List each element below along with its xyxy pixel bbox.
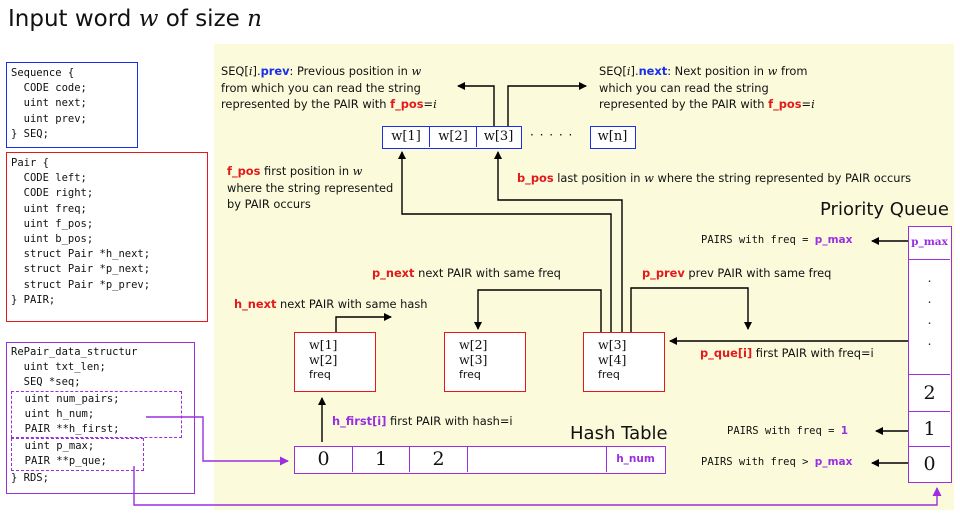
h-first-label: h_first[i] first PAIR with hash=i [332,414,513,428]
code-line: uint txt_len; [11,361,106,374]
hash-table-title: Hash Table [570,423,668,444]
hash-cell: 0 [295,447,353,472]
code-line: uint f_pos; [11,217,94,230]
rds-tail: } RDS; [7,471,194,486]
p-next-arrow [474,289,602,332]
code-line: struct Pair *h_next; [11,248,151,261]
queue-cell: 0 [909,446,950,482]
code-line: uint h_num; [12,407,95,420]
code-line: SEQ *seq; [11,376,81,389]
f-pos-arrow [398,151,612,332]
page-title: Input word w of size n [8,6,262,32]
code-line: } SEQ; [11,127,49,140]
h-next-arrow [335,313,392,332]
code-line: struct Pair *p_next; [11,263,151,276]
code-line: uint num_pairs; [12,392,120,405]
w-array-dots: · · · · · [530,128,574,142]
hash-cell: 1 [353,447,410,472]
code-line: PAIR **h_first; [12,423,120,436]
code-line: } PAIR; [11,293,56,306]
code-line: CODE left; [11,172,87,185]
b-pos-arrow [494,151,623,332]
code-line: CODE right; [11,187,94,200]
pq-label-pmax: PAIRS with freq = p_max [701,234,853,246]
code-line: RePair_data_structur [11,346,138,358]
rds-head: RePair_data_structur uint txt_len; SEQ *… [7,343,194,391]
priority-queue: p_max .. .. 2 1 0 [908,226,952,483]
queue-cell: 1 [909,411,950,446]
p-que-link [133,466,942,506]
seq-prev-description: SEQ[i].prev: Previous position in w from… [221,64,437,111]
code-line: uint p_max; [12,440,95,453]
code-line: Sequence { [11,67,75,79]
code-line: uint prev; [11,112,87,125]
code-line: Pair { [11,157,49,169]
rds-struct: RePair_data_structur uint txt_len; SEQ *… [6,342,195,494]
p-next-label: p_next next PAIR with same freq [372,266,561,280]
hash-cell: 2 [410,447,468,472]
code-line: } RDS; [11,471,49,484]
pair-node: w[1]w[2]freq [294,332,376,392]
sequence-struct: Sequence { CODE code; uint next; uint pr… [6,62,138,148]
w-array: w[1] w[2] w[3] [382,126,522,149]
priority-queue-title: Priority Queue [820,199,949,220]
queue-cell: 2 [909,374,950,411]
pair-struct: Pair { CODE left; CODE right; uint freq;… [6,152,208,322]
code-line: PAIR **p_que; [12,455,107,468]
diagram-panel [214,44,954,510]
p-prev-arrow [630,287,752,332]
h-first-link [146,416,289,466]
queue-dots: .. .. [909,259,950,374]
p-que-label: p_que[i] first PAIR with freq=i [700,346,874,360]
seq-next-arrow [507,82,587,126]
p-prev-label: p_prev prev PAIR with same freq [642,266,832,280]
seq-prev-arrow [457,82,495,126]
b-pos-description: b_pos last position in w where the strin… [517,171,912,185]
pq-label-zero: PAIRS with freq > p_max [701,456,853,468]
w-cell: w[2] [430,127,477,147]
hash-table: 0 1 2 h_num [294,446,666,474]
seq-next-description: SEQ[i].next: Next position in w from whi… [599,64,815,111]
h-next-label: h_next next PAIR with same hash [234,297,428,311]
hash-cell [468,447,607,472]
rds-queue-group: uint p_max; PAIR **p_que; [11,438,144,471]
code-line: CODE code; [11,82,87,95]
code-line: uint b_pos; [11,233,94,246]
w-array-last: w[n] [590,126,636,149]
w-cell: w[3] [483,129,514,144]
rds-hash-group: uint num_pairs; uint h_num; PAIR **h_fir… [11,390,182,439]
queue-top-cell: p_max [911,236,948,248]
code-line: uint next; [11,97,87,110]
w-cell: w[1] [383,127,430,147]
code-line: uint freq; [11,202,87,215]
pair-node: w[2]w[3]freq [444,332,526,392]
code-line: struct Pair *p_prev; [11,278,151,291]
f-pos-description: f_pos first position in w where the stri… [227,164,394,211]
w-cell-last: w[n] [597,129,628,144]
pair-node: w[3]w[4]freq [583,332,665,392]
hash-cell-last: h_num [616,453,655,465]
pq-label-one: PAIRS with freq = 1 [727,425,849,437]
